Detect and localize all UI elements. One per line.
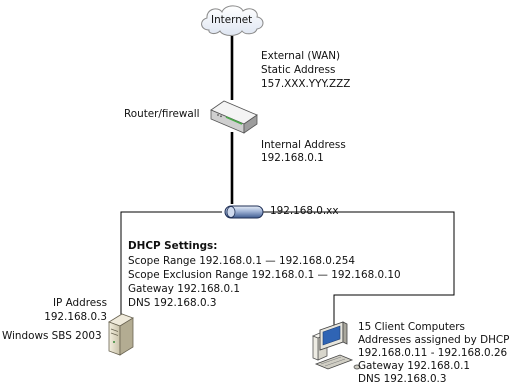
external-line: Static Address [261,64,336,76]
external-line: 157.XXX.YYY.ZZZ [261,78,351,90]
server-label: Windows SBS 2003 [2,330,102,342]
router-icon [210,100,258,134]
server-ip-line: IP Address [52,297,107,309]
server-icon [108,313,134,356]
server-ip-line: 192.168.0.3 [44,311,107,323]
client-link [258,211,455,328]
client-line: Gateway 192.168.0.1 [358,360,470,372]
dhcp-line: DNS 192.168.0.3 [128,297,217,309]
client-line: 15 Client Computers [358,321,465,333]
server-link [120,211,222,320]
client-line: Addresses assigned by DHCP [358,334,510,346]
internal-line: 192.168.0.1 [261,152,324,164]
dhcp-title: DHCP Settings: [128,240,218,252]
router-label: Router/firewall [124,108,200,120]
dhcp-line: Scope Range 192.168.0.1 — 192.168.0.254 [128,255,356,267]
cloud-icon [201,5,264,36]
client-line: DNS 192.168.0.3 [358,373,447,385]
internet-label: Internet [211,14,253,26]
external-line: External (WAN) [261,50,341,62]
internal-line: Internal Address [261,139,346,151]
hub-label: 192.168.0.xx [270,205,339,217]
hub-icon [224,205,264,219]
client-computer-icon [311,321,361,370]
dhcp-line: Scope Exclusion Range 192.168.0.1 — 192.… [128,269,401,281]
client-line: 192.168.0.11 - 192.168.0.26 [358,347,508,359]
dhcp-line: Gateway 192.168.0.1 [128,283,240,295]
